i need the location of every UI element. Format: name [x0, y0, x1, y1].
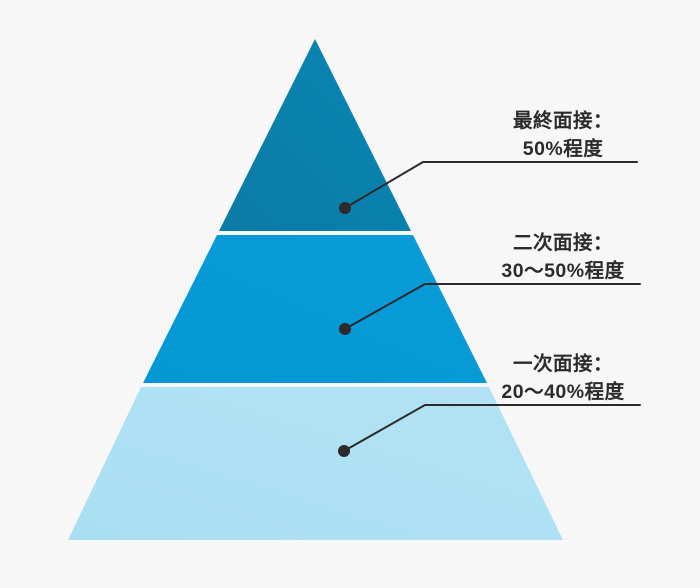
callout-label-final-interview: 最終面接： 50%程度: [478, 108, 648, 163]
callout-first-value: 20〜40%程度: [501, 380, 625, 403]
pyramid-tier-top: [219, 39, 411, 231]
pyramid-tier-bottom: [68, 387, 563, 540]
callout-label-second-interview: 二次面接： 30〜50%程度: [478, 230, 648, 285]
callout-second-value: 30〜50%程度: [501, 259, 625, 282]
callout-final-value: 50%程度: [522, 137, 604, 160]
pyramid-tier-middle: [143, 235, 487, 383]
leader-dot-first: [338, 445, 350, 457]
leader-dot-second: [339, 323, 351, 335]
callout-second-title: 二次面接：: [512, 232, 613, 254]
callout-first-title: 一次面接：: [512, 353, 613, 375]
callout-final-title: 最終面接：: [512, 110, 613, 132]
leader-line-first: [343, 404, 641, 452]
callout-label-first-interview: 一次面接： 20〜40%程度: [478, 351, 648, 406]
leader-line-second: [344, 283, 641, 330]
leader-dot-final: [339, 202, 351, 214]
leader-line-final: [344, 161, 638, 209]
